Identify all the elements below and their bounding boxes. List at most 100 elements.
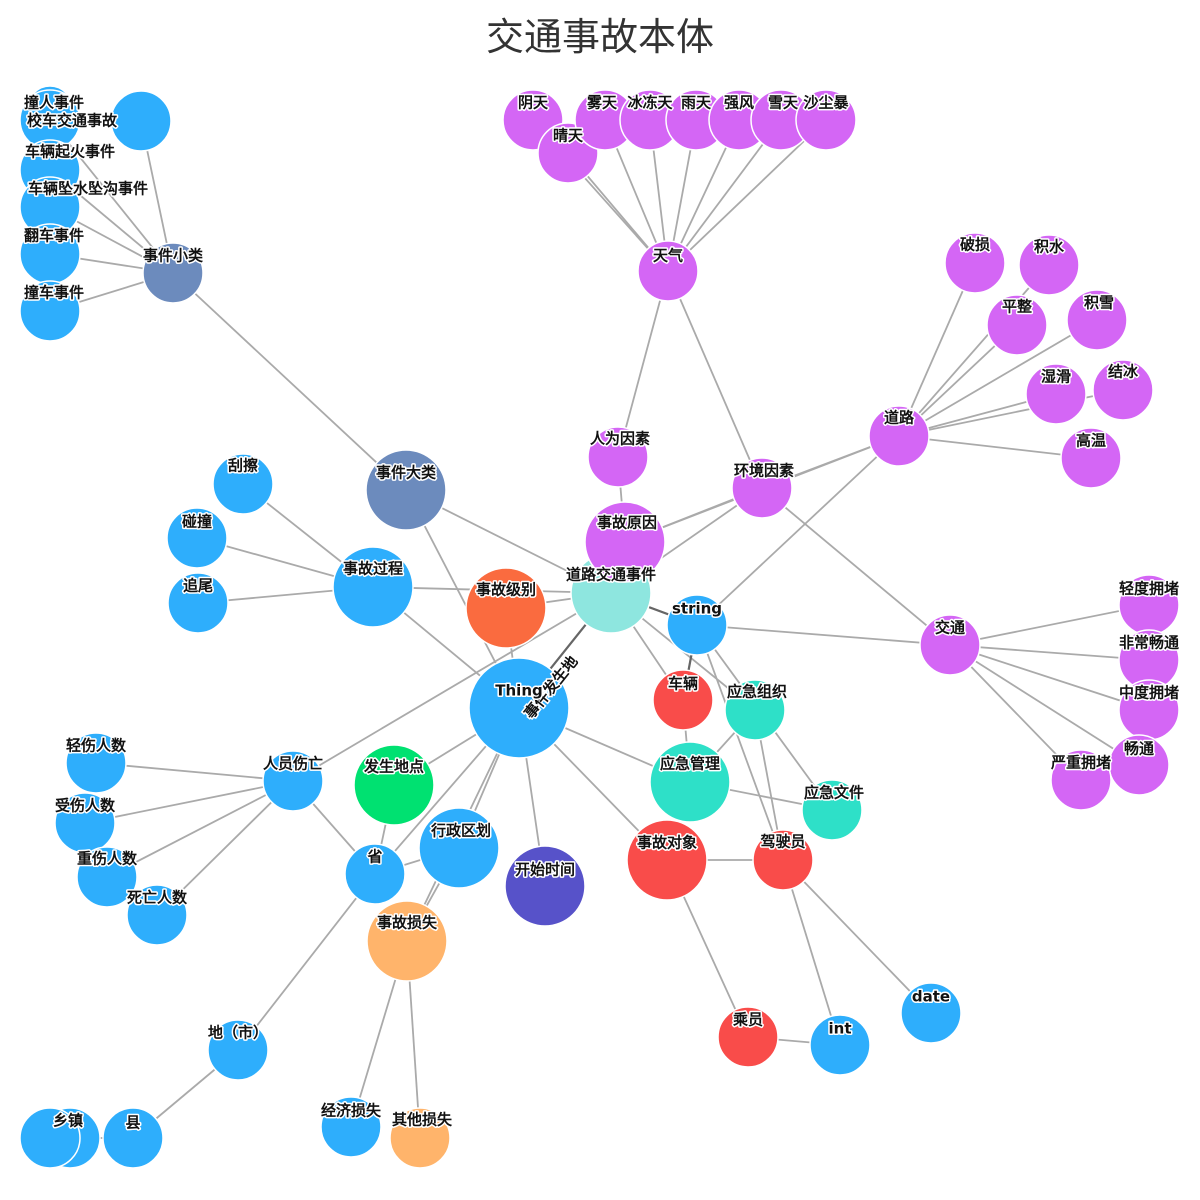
node-label-wind: 强风	[724, 94, 754, 112]
node-vehicle[interactable]	[652, 669, 714, 731]
node-smooth[interactable]	[1108, 734, 1170, 796]
edge-casualty-severe_inj	[106, 780, 294, 878]
node-date[interactable]	[900, 982, 962, 1044]
node-emerg_org[interactable]	[724, 679, 786, 741]
node-label-date: date	[912, 988, 950, 1006]
node-label-string: string	[672, 600, 722, 618]
node-level[interactable]	[465, 567, 547, 649]
edge-event_minor-hit_person	[49, 119, 174, 274]
node-emerg_mgmt[interactable]	[649, 741, 731, 823]
edge-traffic-mid_jam	[949, 644, 1150, 711]
node-label-town: 乡镇	[53, 1112, 83, 1130]
node-label-loss: 事故损失	[377, 914, 438, 932]
node-label-cause: 事故原因	[597, 514, 657, 532]
node-driver[interactable]	[752, 829, 814, 891]
node-minor_inj[interactable]	[65, 732, 127, 794]
node-econ_loss[interactable]	[320, 1096, 382, 1158]
node-heavy_jam[interactable]	[1050, 749, 1112, 811]
node-county[interactable]	[102, 1107, 164, 1169]
node-heat[interactable]	[1060, 427, 1122, 489]
node-school_bus[interactable]	[110, 90, 172, 152]
node-start_time[interactable]	[504, 845, 586, 927]
node-label-collide: 碰撞	[182, 513, 212, 531]
node-label-event_minor: 事件小类	[143, 247, 204, 265]
node-label-damaged: 破损	[960, 236, 990, 254]
node-slippery[interactable]	[1025, 363, 1087, 425]
node-label-minor_inj: 轻伤人数	[66, 737, 127, 755]
node-town[interactable]	[19, 1107, 81, 1169]
node-sandstorm[interactable]	[795, 89, 857, 151]
node-label-econ_loss: 经济损失	[321, 1102, 382, 1120]
node-label-level: 事故级别	[476, 581, 536, 599]
node-label-sandstorm: 沙尘暴	[803, 94, 849, 112]
edge-traffic-light_jam	[949, 604, 1150, 646]
edge-road-heat	[898, 435, 1092, 459]
node-injured[interactable]	[54, 792, 116, 854]
node-layer	[19, 85, 1180, 1169]
edge-road-snow_cover	[898, 319, 1098, 437]
node-process[interactable]	[332, 546, 414, 628]
edge-weather-snowy	[667, 119, 782, 272]
node-label-emerg_org: 应急组织	[727, 683, 787, 701]
edge-road_event-casualty	[292, 592, 612, 782]
node-ponding[interactable]	[1018, 234, 1080, 296]
node-label-county: 县	[125, 1114, 140, 1132]
node-object[interactable]	[626, 819, 708, 901]
node-casualty[interactable]	[262, 750, 324, 812]
node-label-traffic: 交通	[935, 619, 965, 637]
node-province[interactable]	[344, 843, 406, 905]
edge-weather-sandstorm	[667, 119, 827, 272]
node-place[interactable]	[353, 744, 435, 826]
node-traffic[interactable]	[919, 614, 981, 676]
node-emerg_doc[interactable]	[801, 779, 863, 841]
node-human_factor[interactable]	[587, 426, 649, 488]
node-cause[interactable]	[584, 501, 666, 583]
node-label-frozen: 冰冻天	[627, 94, 673, 112]
node-passenger[interactable]	[717, 1006, 779, 1068]
node-label-crash_event: 撞车事件	[24, 284, 84, 302]
node-label-env_factor: 环境因素	[734, 462, 794, 480]
node-rearend[interactable]	[167, 572, 229, 634]
edge-casualty-injured	[84, 780, 294, 824]
node-label-other_loss: 其他损失	[392, 1111, 453, 1129]
node-event_minor[interactable]	[142, 242, 204, 304]
node-label-road: 道路	[884, 409, 915, 427]
node-city[interactable]	[207, 1019, 269, 1081]
node-env_factor[interactable]	[731, 457, 793, 519]
node-label-slippery: 湿滑	[1041, 368, 1071, 386]
node-damaged[interactable]	[944, 232, 1006, 294]
node-weather[interactable]	[637, 240, 699, 302]
node-label-road_event: 道路交通事件	[566, 566, 656, 584]
node-label-death: 死亡人数	[127, 889, 188, 907]
node-label-heavy_jam: 严重拥堵	[1050, 754, 1111, 772]
node-loss[interactable]	[366, 900, 448, 982]
label-layer: 事件发生地Thing道路交通事件事件大类事件小类撞人事件校车交通事故车辆起火事件…	[22, 92, 1180, 1133]
node-other_loss[interactable]	[389, 1107, 451, 1169]
node-road[interactable]	[868, 405, 930, 467]
node-label-process: 事故过程	[343, 560, 403, 578]
edge-string-driver	[696, 624, 784, 861]
node-label-thing: Thing	[495, 682, 542, 700]
node-flat[interactable]	[986, 294, 1048, 356]
edge-casualty-death	[156, 780, 294, 916]
node-label-water: 车辆坠水坠沟事件	[28, 180, 148, 198]
node-icing[interactable]	[1092, 359, 1154, 421]
node-death[interactable]	[126, 884, 188, 946]
node-admin[interactable]	[418, 807, 500, 889]
node-label-start_time: 开始时间	[515, 861, 575, 879]
node-snow_cover[interactable]	[1066, 289, 1128, 351]
node-crash_event[interactable]	[19, 280, 81, 342]
node-collide[interactable]	[166, 507, 228, 569]
node-severe_inj[interactable]	[76, 846, 138, 908]
node-event_major[interactable]	[365, 449, 447, 531]
node-thing[interactable]	[468, 657, 570, 759]
node-scrape[interactable]	[212, 453, 274, 515]
node-label-object: 事故对象	[637, 834, 697, 852]
node-label-snow_cover: 积雪	[1084, 294, 1114, 312]
edge-traffic-heavy_jam	[949, 644, 1082, 781]
node-label-ponding: 积水	[1034, 238, 1065, 256]
node-string[interactable]	[666, 594, 728, 656]
node-int[interactable]	[809, 1014, 871, 1076]
node-label-rollover: 翻车事件	[24, 227, 84, 245]
